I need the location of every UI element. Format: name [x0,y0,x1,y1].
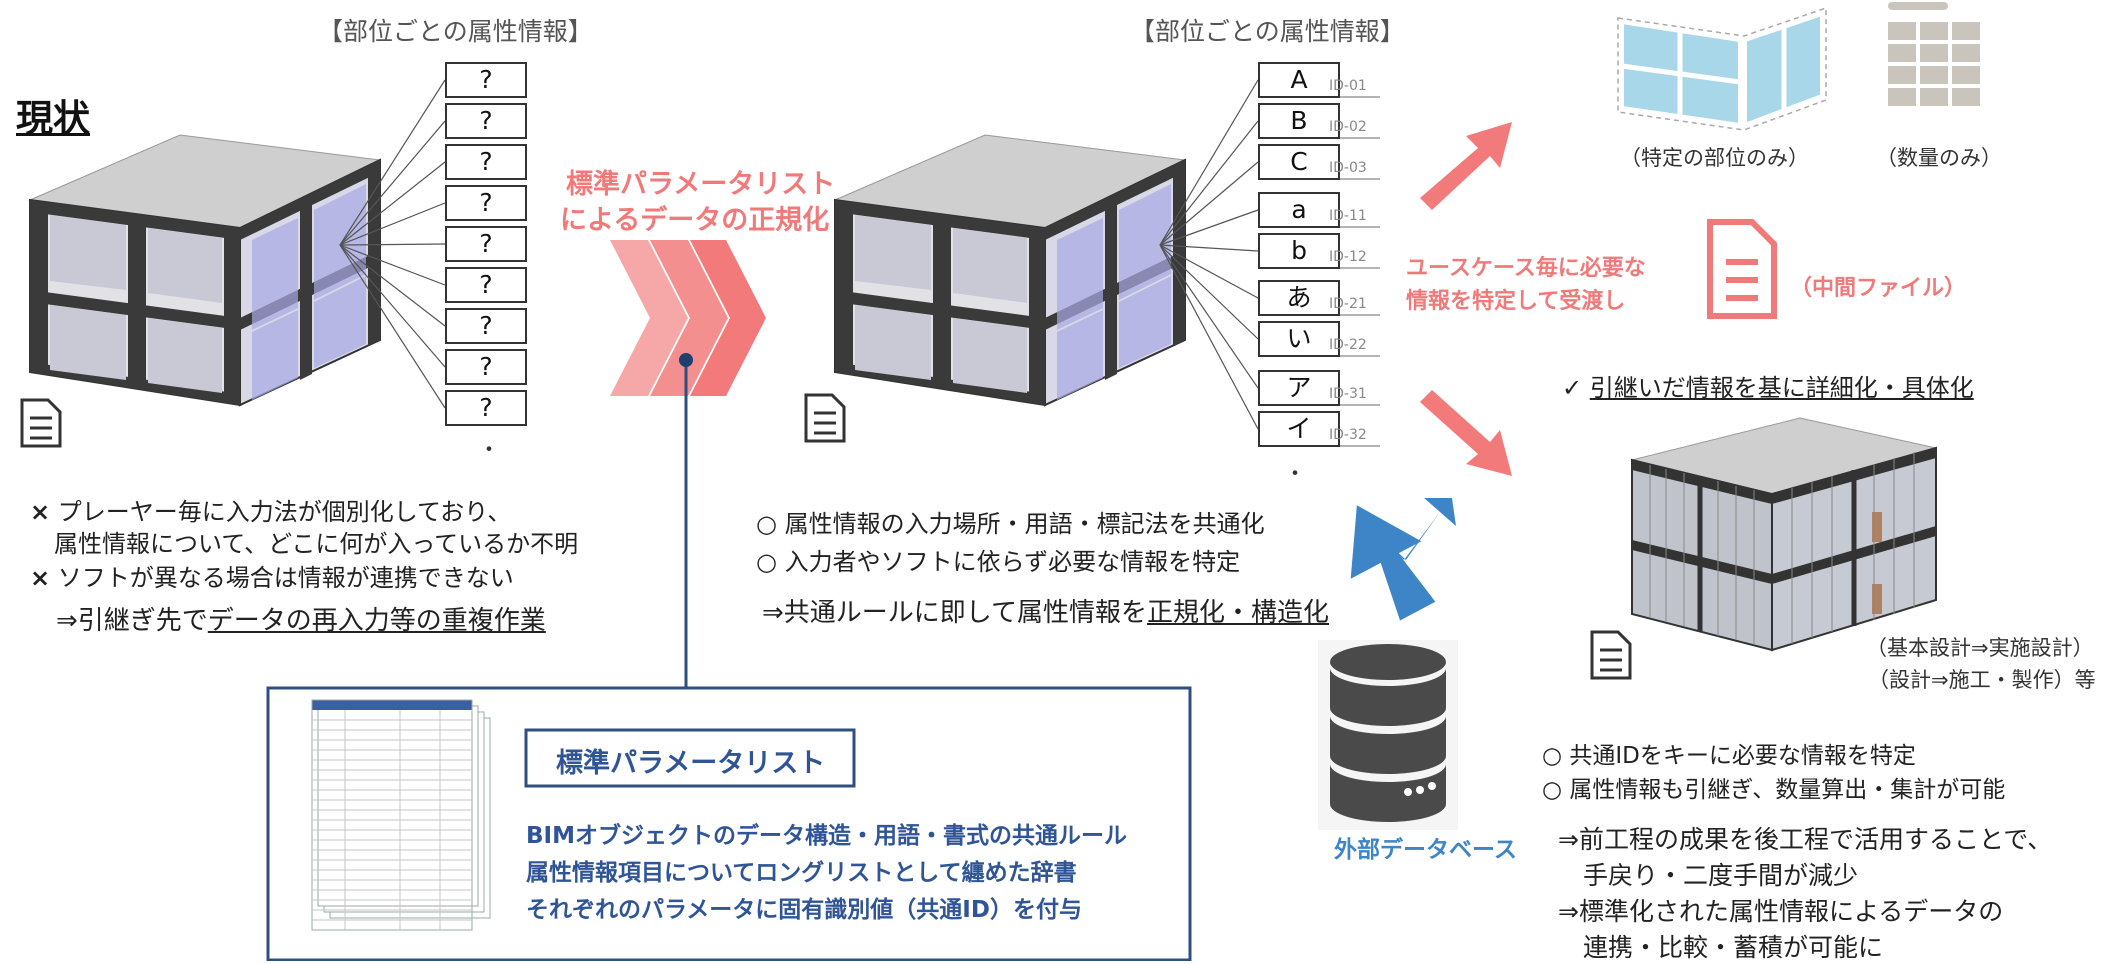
document-icon-middle [804,393,846,443]
right-conclusion: 連携・比較・蓄積が可能に [1558,933,1884,962]
caption-specific-part: （特定の部位のみ） [1620,146,1809,170]
stage-line: （基本設計⇒実施設計） [1866,636,2094,660]
attribute-box: ? [445,349,527,385]
usecase-label-line1: ユースケース毎に必要な [1406,256,1646,281]
continuation-dot: ・ [478,438,501,463]
attribute-box: ? [445,390,527,426]
param-id: ID-03 [1329,160,1367,176]
paramlist-line: BIMオブジェクトのデータ構造・用語・書式の共通ルール [526,823,1127,849]
normalize-label-line2: によるデータの正規化 [560,205,830,236]
attribute-box: ? [445,62,527,98]
document-icon-right [1590,630,1632,680]
param-id: ID-22 [1329,337,1367,353]
paramlist-title: 標準パラメータリスト [556,748,826,779]
intermediate-file-icon [1707,219,1777,319]
middle-note-2: ○ 入力者やソフトに依らず必要な情報を特定 [756,548,1241,576]
id-underlines [1338,96,1380,447]
normalize-label-line1: 標準パラメータリスト [566,169,836,200]
left-section-header: 【部位ごとの属性情報】 [318,17,593,46]
attribute-box: ? [445,103,527,139]
sheet-rows [312,710,472,930]
attribute-box: ? [445,267,527,303]
current-building [29,134,381,406]
param-id: ID-21 [1329,296,1367,312]
normalized-building [834,134,1186,406]
paramlist-line: 属性情報項目についてロングリストとして纏めた辞書 [526,860,1077,886]
document-icon-left [20,398,62,448]
detailing-heading: ✓ 引継いだ情報を基に詳細化・具体化 [1562,374,1974,402]
arrow-down-right [1420,390,1512,476]
caption-intermediate-file: （中間ファイル） [1790,276,1967,301]
attribute-box: ? [445,144,527,180]
attribute-box: ? [445,185,527,221]
left-note-3: × ソフトが異なる場合は情報が連携できない [30,564,514,592]
param-id: ID-01 [1329,78,1367,94]
right-conclusion: ⇒標準化された属性情報によるデータの [1558,897,2004,926]
right-conclusion: 手戻り・二度手間が減少 [1558,861,1859,890]
paramlist-sheets [311,699,491,931]
quantity-table-icon [1888,2,1980,106]
middle-note-1: ○ 属性情報の入力場所・用語・標記法を共通化 [756,510,1265,538]
param-id: ID-32 [1329,427,1367,443]
param-id: ID-31 [1329,386,1367,402]
arrow-up-blue [1350,498,1456,621]
param-box: ア [1258,370,1340,406]
param-box: C [1258,144,1340,180]
left-connector-lines [339,79,446,409]
paramlist-line: それぞれのパラメータに固有識別値（共通ID）を付与 [526,897,1082,923]
arrow-up-right [1420,122,1512,210]
right-note-1: ○ 共通IDをキーに必要な情報を特定 [1542,743,1916,769]
param-box: い [1258,321,1340,357]
database-icon [1318,640,1458,830]
middle-connector-lines [1159,79,1259,430]
usecase-label-line2: 情報を特定して受渡し [1406,289,1626,314]
callout-dot [679,353,693,367]
param-box: A [1258,62,1340,98]
window-part-icon [1617,6,1827,131]
middle-conclusion: ⇒共通ルールに即して属性情報を正規化・構造化 [762,598,1330,628]
stage-line: （設計⇒施工・製作）等 [1868,668,2096,692]
param-box: あ [1258,280,1340,316]
param-box: a [1258,192,1340,228]
param-box: B [1258,103,1340,139]
caption-quantity: （数量のみ） [1876,146,2002,170]
detailed-building-grid [1649,452,1915,645]
right-conclusion: ⇒前工程の成果を後工程で活用することで、 [1558,825,2053,854]
left-conclusion: ⇒引継ぎ先でデータの再入力等の重複作業 [56,606,546,636]
continuation-dot: ・ [1284,462,1307,487]
attribute-box: ? [445,308,527,344]
current-state-title: 現状 [16,97,90,140]
left-note-2: 属性情報について、どこに何が入っているか不明 [54,530,579,558]
attribute-box: ? [445,226,527,262]
paramlist-title-frame [524,728,856,788]
param-id: ID-02 [1329,119,1367,135]
database-label: 外部データベース [1334,837,1517,863]
param-id: ID-12 [1329,249,1367,265]
detailed-building [1631,417,1937,652]
param-box: b [1258,233,1340,269]
right-note-2: ○ 属性情報も引継ぎ、数量算出・集計が可能 [1542,777,2006,803]
left-note-1: × プレーヤー毎に入力法が個別化しており、 [30,498,512,526]
param-box: イ [1258,411,1340,447]
normalize-chevrons [610,240,766,396]
param-id: ID-11 [1329,208,1367,224]
middle-section-header: 【部位ごとの属性情報】 [1130,17,1405,46]
